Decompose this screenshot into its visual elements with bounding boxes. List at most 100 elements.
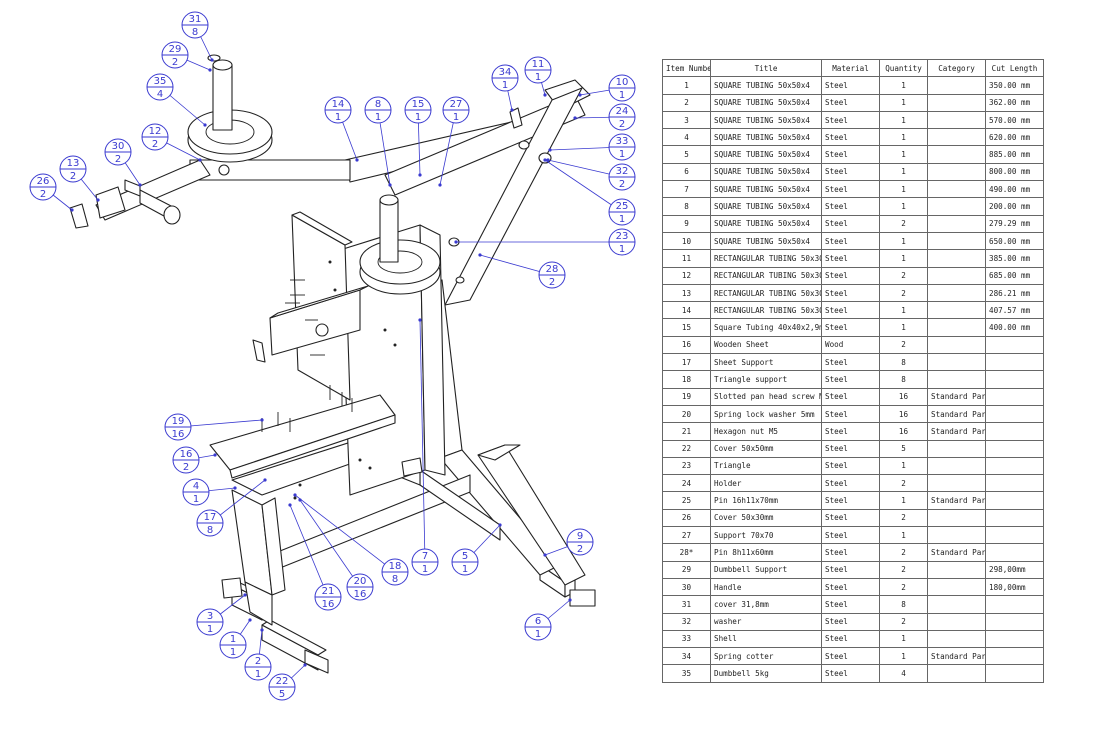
- table-cell: SQUARE TUBING 50x50x4: [710, 162, 822, 182]
- table-cell: [985, 543, 1044, 562]
- table-cell: Spring cotter: [710, 647, 822, 666]
- table-cell: 400.00 mm: [985, 318, 1044, 337]
- balloon-item-number: 14: [332, 99, 345, 110]
- table-cell: 26: [662, 508, 711, 528]
- table-cell: 1: [879, 93, 928, 112]
- table-cell: Steel: [821, 404, 880, 424]
- table-cell: 1: [662, 76, 711, 95]
- balloon-quantity: 8: [392, 574, 398, 585]
- table-cell: Steel: [821, 474, 880, 493]
- table-cell: 11: [662, 249, 711, 268]
- table-cell: [985, 439, 1044, 458]
- table-cell: [985, 335, 1044, 355]
- table-cell: [927, 93, 986, 112]
- balloon-item-32: 322: [546, 158, 636, 191]
- table-cell: 35: [662, 664, 711, 683]
- table-cell: [985, 647, 1044, 666]
- table-cell: Slotted pan head screw M5x30: [710, 387, 822, 406]
- table-cell: 4: [879, 664, 928, 683]
- balloon-quantity: 1: [230, 647, 236, 658]
- leader-arrow: [418, 318, 422, 322]
- table-cell: [985, 370, 1044, 389]
- table-cell: 30: [662, 577, 711, 597]
- balloon-quantity: 1: [502, 80, 508, 91]
- table-cell: 350.00 mm: [985, 76, 1044, 95]
- table-cell: Steel: [821, 110, 880, 130]
- balloon-item-35: 354: [146, 73, 207, 127]
- table-cell: Steel: [821, 180, 880, 199]
- balloon-item-number: 18: [389, 561, 402, 572]
- table-cell: RECTANGULAR TUBING 50x30x2.6: [710, 249, 822, 268]
- machine-frame: [69, 54, 596, 674]
- table-cell: Steel: [821, 214, 880, 233]
- leader-arrow: [498, 523, 502, 527]
- table-cell: [985, 474, 1044, 493]
- table-cell: RECTANGULAR TUBING 50x30x2.6: [710, 283, 822, 303]
- balloon-item-9: 92: [543, 528, 594, 557]
- leader-line: [419, 319, 426, 563]
- balloon-quantity: 16: [172, 429, 185, 440]
- table-cell: [927, 612, 986, 631]
- table-cell: [927, 128, 986, 147]
- balloon-item-number: 33: [616, 136, 629, 147]
- balloon-item-number: 21: [322, 586, 335, 597]
- table-cell: SQUARE TUBING 50x50x4: [710, 93, 822, 112]
- table-cell: [927, 474, 986, 493]
- table-cell: 22: [662, 439, 711, 458]
- table-cell: 29: [662, 560, 711, 579]
- balloon-item-1: 11: [219, 618, 252, 659]
- balloon-item-15: 151: [404, 96, 432, 177]
- table-cell: Steel: [821, 612, 880, 631]
- table-cell: [985, 612, 1044, 631]
- table-cell: Shell: [710, 629, 822, 649]
- table-cell: [927, 266, 986, 285]
- table-cell: [927, 456, 986, 476]
- table-cell: [927, 162, 986, 182]
- table-cell: 200.00 mm: [985, 197, 1044, 216]
- table-cell: 685.00 mm: [985, 266, 1044, 285]
- table-cell: 16: [879, 387, 928, 406]
- table-cell: Standard Part: [927, 647, 986, 666]
- table-cell: Steel: [821, 162, 880, 182]
- table-cell: Wooden Sheet: [710, 335, 822, 355]
- table-cell: Steel: [821, 387, 880, 406]
- table-cell: 24: [662, 474, 711, 493]
- table-cell: 28*: [662, 543, 711, 562]
- table-cell: Standard Part: [927, 422, 986, 441]
- table-cell: [927, 577, 986, 597]
- table-cell: SQUARE TUBING 50x50x4: [710, 110, 822, 130]
- table-cell: Steel: [821, 664, 880, 683]
- table-cell: washer: [710, 612, 822, 631]
- table-cell: Steel: [821, 422, 880, 441]
- table-cell: Dumbbell Support: [710, 560, 822, 579]
- balloon-quantity: 1: [535, 72, 541, 83]
- balloon-quantity: 2: [549, 277, 555, 288]
- balloon-item-12: 122: [141, 123, 202, 162]
- table-cell: [985, 387, 1044, 406]
- table-cell: 8: [879, 353, 928, 372]
- balloon-quantity: 1: [415, 112, 421, 123]
- table-cell: 407.57 mm: [985, 301, 1044, 320]
- leader-arrow: [203, 123, 207, 127]
- bill-of-materials-table: Item Number Title Material Quantity Cate…: [662, 58, 1044, 683]
- balloon-item-14: 141: [324, 96, 359, 162]
- column-header-material: Material: [821, 58, 880, 78]
- balloon-item-number: 1: [230, 634, 236, 645]
- table-cell: 1: [879, 128, 928, 147]
- table-cell: Handle: [710, 577, 822, 597]
- table-cell: Steel: [821, 76, 880, 95]
- table-cell: 16: [662, 335, 711, 355]
- table-cell: 650.00 mm: [985, 231, 1044, 251]
- table-cell: Steel: [821, 543, 880, 562]
